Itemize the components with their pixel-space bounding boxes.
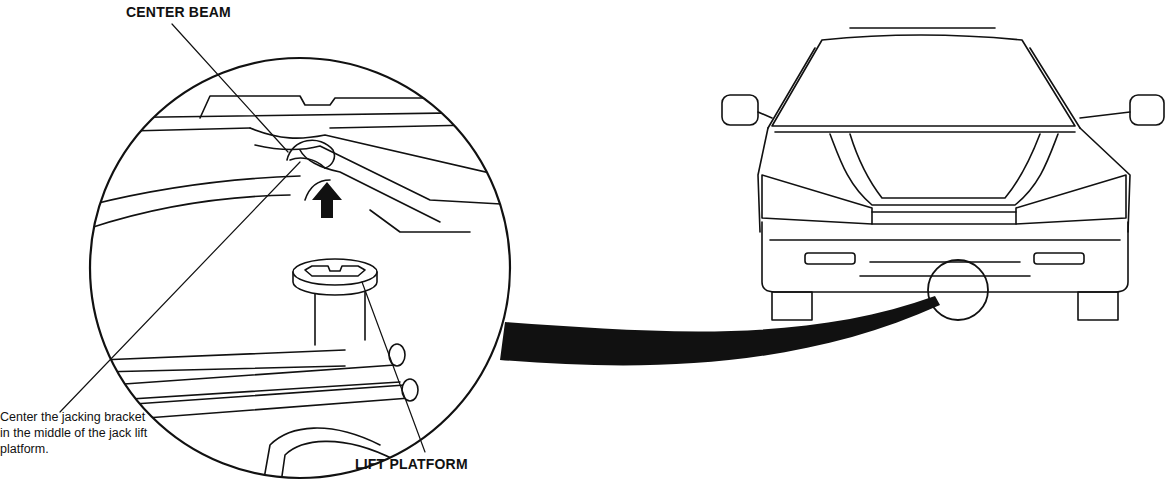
headlight <box>1016 175 1126 224</box>
jacking-bracket <box>287 140 334 168</box>
underbody-edge <box>90 195 290 228</box>
leader-line <box>362 282 425 452</box>
hood-crease <box>850 134 1040 198</box>
grille <box>872 212 1016 224</box>
jack-arm <box>110 365 395 385</box>
underbody-edge <box>370 210 470 232</box>
tire <box>1078 292 1118 320</box>
lift-platform <box>293 259 377 285</box>
jack-arm <box>120 398 410 420</box>
mirror <box>722 95 758 125</box>
hood-crease <box>830 134 1058 205</box>
bolt <box>481 106 493 118</box>
mirror <box>1130 95 1164 125</box>
note-text: Center the jacking bracket in the middle… <box>0 409 152 457</box>
underbody <box>90 96 520 481</box>
cowl <box>775 131 1075 133</box>
mirror-stalk <box>758 112 1130 118</box>
body-side <box>758 128 1130 232</box>
floor-edge <box>330 124 520 128</box>
part-label: CENTER BEAM <box>126 4 231 20</box>
leader-line <box>172 24 288 152</box>
headlight <box>762 175 872 224</box>
floor-edge <box>90 128 250 132</box>
magnifier-link <box>500 296 940 365</box>
tire <box>772 292 812 320</box>
lift-arrow <box>312 182 342 218</box>
fog-light <box>805 253 855 264</box>
floor-plate <box>200 96 448 118</box>
detail-marker <box>928 260 988 320</box>
jack-tube <box>262 428 380 481</box>
part-label: LIFT PLATFORM <box>355 456 468 472</box>
magnifier-circle <box>90 58 510 478</box>
jack-arm <box>115 382 400 400</box>
bumper <box>762 222 1128 292</box>
fog-light <box>1034 253 1084 264</box>
jack-arm <box>100 350 345 360</box>
platform-slot <box>305 266 365 276</box>
bumper-line <box>770 239 1120 241</box>
underbody-edge <box>90 176 300 205</box>
leader-line <box>60 162 300 412</box>
car-front <box>722 28 1164 320</box>
center-beam <box>300 150 440 222</box>
bolt-tab <box>470 118 505 128</box>
roof-line <box>850 27 995 29</box>
a-pillar <box>768 48 1080 128</box>
air-intake <box>860 262 1030 276</box>
